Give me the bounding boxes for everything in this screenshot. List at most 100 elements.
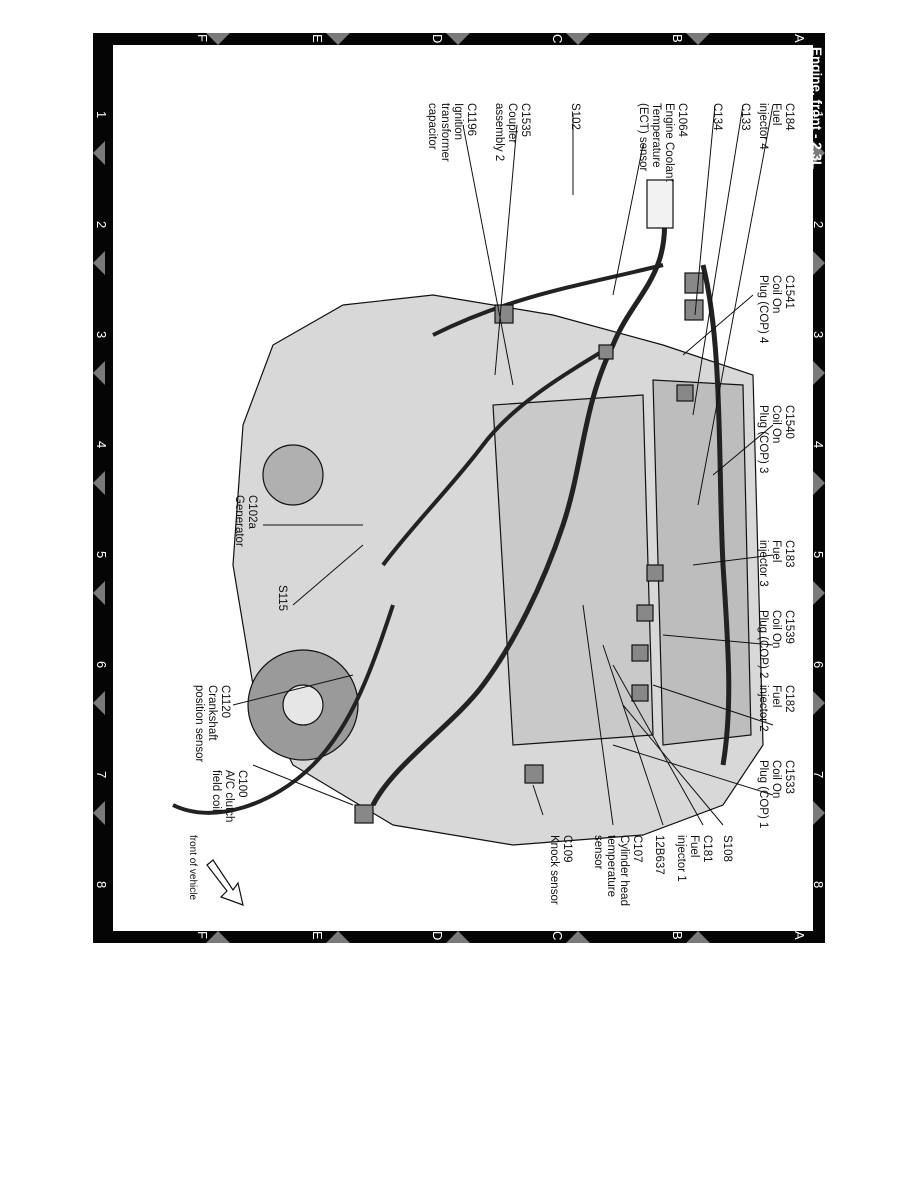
grid-marker bbox=[93, 361, 105, 385]
label-12b637: 12B637 bbox=[653, 835, 665, 875]
label-c1196: C1196 Ignition transformer capacitor bbox=[426, 103, 477, 162]
column-label-4: 4 bbox=[811, 441, 825, 449]
grid-marker bbox=[686, 931, 710, 943]
label-c1539: C1539 Coil On Plug (COP) 2 bbox=[757, 610, 795, 679]
wiring-harness-branch bbox=[381, 343, 615, 567]
grid-marker bbox=[446, 33, 470, 45]
column-label-7-bottom: 7 bbox=[94, 771, 109, 779]
column-label-6: 6 bbox=[811, 661, 825, 669]
wiring-harness-main bbox=[370, 204, 667, 807]
grid-marker bbox=[813, 361, 825, 385]
label-c1064: C1064 Engine Coolant Temperature (ECT) s… bbox=[637, 103, 688, 182]
row-label-e: E bbox=[310, 34, 325, 43]
grid-marker bbox=[93, 691, 105, 715]
leader-line bbox=[692, 554, 774, 566]
connector bbox=[646, 564, 664, 582]
connector bbox=[631, 644, 649, 662]
grid-marker bbox=[566, 33, 590, 45]
label-c1533: C1533 Coil On Plug (COP) 1 bbox=[757, 760, 795, 829]
label-c182: C182 Fuel injector 2 bbox=[757, 685, 795, 732]
leader-line bbox=[232, 674, 354, 706]
front-arrow-icon bbox=[206, 859, 244, 906]
column-label-8: 8 bbox=[811, 881, 825, 889]
connector bbox=[684, 299, 704, 321]
connector bbox=[598, 344, 614, 360]
label-front-of-vehicle: front of vehicle bbox=[187, 835, 198, 901]
label-c134: C134 bbox=[711, 103, 723, 131]
leader-line bbox=[692, 104, 744, 416]
border-grid bbox=[93, 33, 825, 943]
connector bbox=[676, 384, 694, 402]
grid-marker bbox=[686, 33, 710, 45]
grid-marker bbox=[93, 581, 105, 605]
label-s115: S115 bbox=[276, 585, 288, 612]
row-label-c-right: C bbox=[550, 931, 565, 941]
label-c100: C100 A/C clutch field coil bbox=[210, 770, 248, 823]
grid-marker bbox=[206, 33, 230, 45]
leader-line bbox=[697, 104, 774, 506]
grid-marker bbox=[813, 581, 825, 605]
leader-line bbox=[494, 124, 518, 376]
row-label-a-right: A bbox=[792, 931, 807, 940]
grid-marker bbox=[93, 251, 105, 275]
leader-line bbox=[292, 544, 364, 606]
rotated-diagram: Engine, front - 2.3L 1 2 3 4 5 6 7 8 1 2… bbox=[93, 33, 825, 943]
grid-marker bbox=[93, 801, 105, 825]
leader-line bbox=[622, 704, 724, 826]
engine-illustration bbox=[172, 104, 774, 906]
column-label-1: 1 bbox=[811, 111, 825, 119]
label-c109: C109 Knock sensor bbox=[548, 835, 573, 905]
grid-marker bbox=[566, 931, 590, 943]
grid-marker bbox=[93, 141, 105, 165]
grid-marker bbox=[206, 931, 230, 943]
wiring-harness-lower bbox=[172, 604, 395, 815]
row-label-b-right: B bbox=[670, 931, 685, 940]
row-label-d-right: D bbox=[430, 931, 445, 941]
grid-marker bbox=[326, 33, 350, 45]
row-label-e-right: E bbox=[310, 931, 325, 940]
row-label-f: F bbox=[195, 34, 210, 42]
grid-marker bbox=[813, 141, 825, 165]
column-label-4-bottom: 4 bbox=[94, 441, 109, 449]
grid-marker bbox=[93, 471, 105, 495]
leader-line bbox=[532, 784, 544, 816]
wiring-harness-upper bbox=[700, 264, 732, 766]
leader-line bbox=[612, 144, 644, 296]
generator-body bbox=[262, 444, 324, 506]
column-label-1-bottom: 1 bbox=[94, 111, 109, 119]
leader-line bbox=[582, 604, 614, 826]
connector bbox=[354, 804, 374, 824]
connector bbox=[684, 272, 704, 294]
column-label-2: 2 bbox=[811, 221, 825, 229]
grid-marker bbox=[813, 251, 825, 275]
label-c1120: C1120 Crankshaft position sensor bbox=[193, 685, 231, 763]
column-label-2-bottom: 2 bbox=[94, 221, 109, 229]
row-label-c: C bbox=[550, 34, 565, 44]
leader-line bbox=[712, 424, 774, 476]
label-c1540: C1540 Coil On Plug (COP) 3 bbox=[757, 405, 795, 474]
column-label-6-bottom: 6 bbox=[94, 661, 109, 669]
label-c1541: C1541 Coil On Plug (COP) 4 bbox=[757, 275, 795, 344]
leader-line bbox=[694, 104, 716, 316]
row-label-d: D bbox=[430, 34, 445, 44]
diagram-frame: Engine, front - 2.3L 1 2 3 4 5 6 7 8 1 2… bbox=[93, 33, 825, 943]
diagram-panel: C184 Fuel injector 4 C133 C134 C1064 Eng… bbox=[113, 45, 813, 931]
leader-line bbox=[462, 124, 514, 386]
row-label-b: B bbox=[670, 34, 685, 43]
grid-marker bbox=[813, 471, 825, 495]
label-c102a: C102a Generator bbox=[233, 495, 258, 547]
grid-marker bbox=[446, 931, 470, 943]
column-label-3: 3 bbox=[811, 331, 825, 339]
row-label-f-right: F bbox=[195, 931, 210, 939]
column-label-5-bottom: 5 bbox=[94, 551, 109, 559]
crankshaft-pulley-hub bbox=[282, 684, 324, 726]
connector bbox=[631, 684, 649, 702]
leader-line bbox=[612, 664, 704, 826]
label-c1535: C1535 Coupler assembly 2 bbox=[493, 103, 531, 162]
label-c107: C107 Cylinder head temperature sensor bbox=[592, 835, 643, 906]
leader-line bbox=[602, 644, 664, 826]
connector bbox=[646, 179, 674, 229]
connector bbox=[524, 764, 544, 784]
row-label-a: A bbox=[792, 34, 807, 43]
label-c133: C133 bbox=[739, 103, 751, 131]
